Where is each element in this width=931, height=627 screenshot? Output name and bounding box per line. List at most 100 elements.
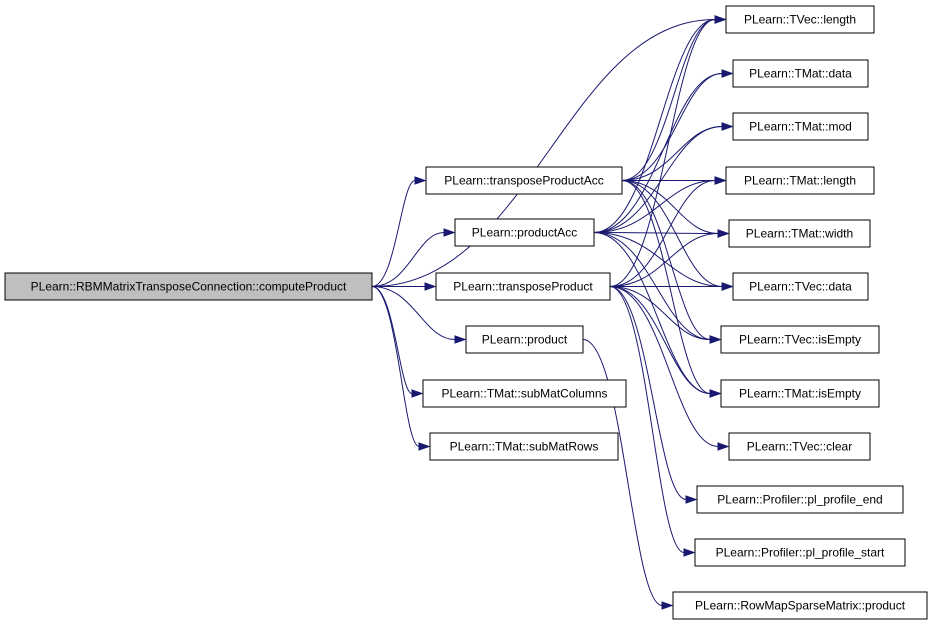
node-box — [465, 325, 584, 354]
edge-root-to-tpa — [371, 176, 427, 287]
node-plearn-tvec-clear[interactable]: PLearn::TVec::clear — [728, 432, 871, 461]
node-box — [694, 538, 906, 567]
node-plearn-tmat-isempty[interactable]: PLearn::TMat::isEmpty — [720, 379, 880, 408]
edge-root-to-prod — [371, 286, 467, 344]
edge-tp-to-tvlen — [609, 15, 727, 287]
edge-line — [609, 286, 711, 394]
node-box — [720, 379, 880, 408]
node-box — [732, 59, 869, 88]
edge-line — [609, 180, 716, 287]
edge-tp-to-tvdata — [609, 282, 734, 291]
edge-line — [371, 286, 413, 394]
edge-line — [593, 180, 716, 233]
node-box — [725, 166, 875, 195]
edge-tp-to-ppstart — [609, 286, 696, 557]
edge-line — [593, 232, 723, 287]
node-plearn-tmat-width[interactable]: PLearn::TMat::width — [728, 219, 871, 248]
node-plearn-rowmapsparsematrix-product[interactable]: PLearn::RowMapSparseMatrix::product — [672, 591, 928, 620]
edge-line — [371, 180, 416, 287]
node-plearn-productacc[interactable]: PLearn::productAcc — [454, 218, 595, 247]
node-box — [672, 591, 928, 620]
edge-line — [593, 126, 723, 233]
node-plearn-transposeproductacc[interactable]: PLearn::transposeProductAcc — [425, 166, 623, 195]
node-plearn-rbmmatrixtransposeconnection-computeproduct[interactable]: PLearn::RBMMatrixTransposeConnection::co… — [4, 272, 373, 301]
node-label: PLearn::transposeProductAcc — [444, 174, 603, 188]
edge-pa-to-tvlen — [593, 15, 727, 233]
node-label: PLearn::productAcc — [472, 226, 577, 240]
edge-line — [609, 286, 719, 447]
edge-line — [371, 286, 456, 340]
edge-pa-to-tmdata — [593, 69, 734, 233]
edge-line — [593, 73, 723, 233]
edge-tp-to-tmwid — [609, 229, 730, 287]
arrowhead-icon — [443, 228, 456, 237]
edge-line — [593, 19, 716, 233]
arrowhead-icon — [721, 122, 734, 131]
edge-root-to-smc — [371, 286, 424, 398]
arrowhead-icon — [714, 176, 727, 185]
node-label: PLearn::TVec::data — [749, 280, 852, 294]
node-plearn-tmat-submatcolumns[interactable]: PLearn::TMat::subMatColumns — [422, 379, 627, 408]
node-plearn-tvec-data[interactable]: PLearn::TVec::data — [732, 272, 869, 301]
edge-tp-to-tmlen — [609, 176, 727, 287]
node-box — [732, 112, 869, 141]
node-label: PLearn::transposeProduct — [453, 280, 593, 294]
arrowhead-icon — [661, 601, 674, 610]
edge-pa-to-tmempty — [593, 232, 722, 398]
node-label: PLearn::RowMapSparseMatrix::product — [695, 599, 906, 613]
edge-tp-to-ppend — [609, 286, 698, 504]
edge-line — [621, 73, 723, 181]
node-box — [4, 272, 373, 301]
edge-line — [371, 232, 445, 287]
node-label: PLearn::TMat::isEmpty — [739, 387, 861, 401]
node-label: PLearn::TMat::mod — [749, 120, 852, 134]
node-plearn-tvec-length[interactable]: PLearn::TVec::length — [725, 5, 875, 34]
edge-tpa-to-tmempty — [621, 180, 722, 398]
node-plearn-transposeproduct[interactable]: PLearn::transposeProduct — [435, 272, 611, 301]
arrowhead-icon — [411, 389, 424, 398]
edge-line — [593, 232, 719, 234]
arrowhead-icon — [717, 229, 730, 238]
edge-tp-to-tvempty — [609, 286, 722, 344]
arrowhead-icon — [683, 548, 696, 557]
edge-line — [609, 19, 716, 287]
node-box — [435, 272, 611, 301]
node-label: PLearn::product — [482, 333, 568, 347]
node-label: PLearn::TMat::length — [744, 174, 856, 188]
arrowhead-icon — [721, 282, 734, 291]
edge-root-to-pa — [371, 228, 456, 287]
node-box — [425, 166, 623, 195]
node-box — [422, 379, 627, 408]
edge-line — [621, 19, 716, 181]
arrowhead-icon — [414, 176, 427, 185]
node-box — [429, 432, 619, 461]
node-plearn-profiler-pl-profile-start[interactable]: PLearn::Profiler::pl_profile_start — [694, 538, 906, 567]
node-label: PLearn::TVec::isEmpty — [739, 333, 861, 347]
edge-tp-to-tmempty — [609, 286, 722, 398]
call-graph-nodes: PLearn::RBMMatrixTransposeConnection::co… — [4, 5, 928, 620]
edge-root-to-smr — [371, 286, 431, 451]
edge-line — [609, 286, 685, 553]
node-plearn-tmat-mod[interactable]: PLearn::TMat::mod — [732, 112, 869, 141]
edge-line — [609, 286, 711, 340]
node-box — [725, 5, 875, 34]
node-label: PLearn::RBMMatrixTransposeConnection::co… — [31, 280, 347, 294]
node-box — [732, 272, 869, 301]
arrowhead-icon — [685, 495, 698, 504]
node-plearn-tvec-isempty[interactable]: PLearn::TVec::isEmpty — [720, 325, 880, 354]
edge-root-to-tp — [371, 282, 437, 291]
edge-line — [621, 180, 719, 234]
node-label: PLearn::TMat::subMatColumns — [441, 387, 607, 401]
node-plearn-product[interactable]: PLearn::product — [465, 325, 584, 354]
node-plearn-tmat-length[interactable]: PLearn::TMat::length — [725, 166, 875, 195]
node-plearn-profiler-pl-profile-end[interactable]: PLearn::Profiler::pl_profile_end — [696, 485, 904, 514]
node-box — [696, 485, 904, 514]
node-plearn-tmat-data[interactable]: PLearn::TMat::data — [732, 59, 869, 88]
arrowhead-icon — [709, 389, 722, 398]
arrowhead-icon — [709, 335, 722, 344]
edge-prod-to-rmsp — [582, 339, 674, 610]
node-plearn-tmat-submatrows[interactable]: PLearn::TMat::subMatRows — [429, 432, 619, 461]
node-label: PLearn::TMat::width — [746, 227, 853, 241]
node-box — [454, 218, 595, 247]
